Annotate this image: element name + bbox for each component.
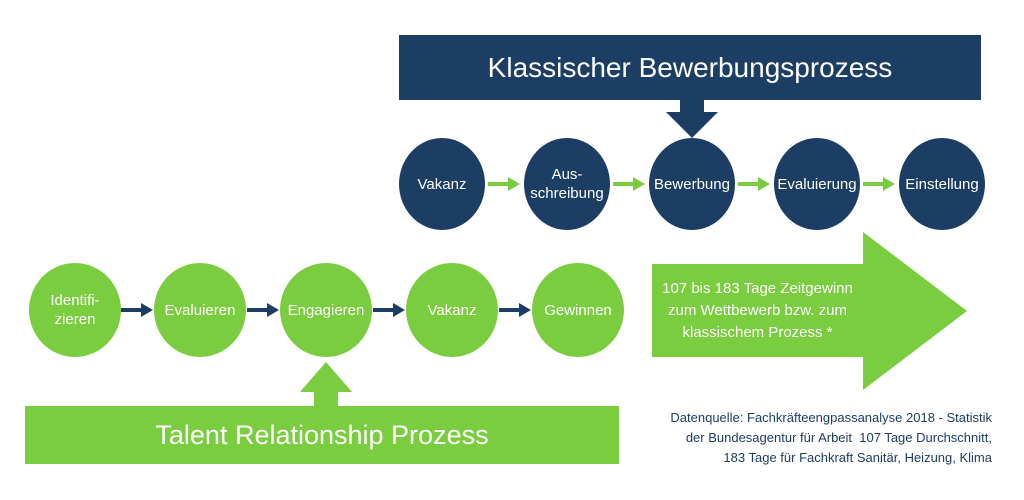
up-arrow-head	[300, 362, 352, 392]
talent-step-identifizieren: Identifi- zieren	[29, 263, 121, 357]
step-label: Aus- schreibung	[530, 166, 604, 202]
down-arrow-head	[666, 112, 718, 138]
arrow-right-icon	[488, 177, 520, 191]
step-label: Identifi- zieren	[50, 292, 100, 328]
arrow-right-icon	[121, 303, 153, 317]
time-gain-text: 107 bis 183 Tage Zeitgewinn zum Wettbewe…	[662, 279, 853, 341]
step-label: Einstellung	[905, 175, 979, 193]
arrow-right-icon	[247, 303, 279, 317]
classic-step-bewerbung: Bewerbung	[649, 138, 735, 230]
time-gain-arrow: 107 bis 183 Tage Zeitgewinn zum Wettbewe…	[652, 264, 863, 357]
talent-step-engagieren: Engagieren	[280, 263, 372, 357]
talent-process-title-box: Talent Relationship Prozess	[25, 406, 619, 464]
step-label: Bewerbung	[654, 175, 730, 193]
step-label: Evaluieren	[164, 301, 236, 319]
classic-process-title-box: Klassischer Bewerbungsprozess	[399, 35, 981, 100]
classic-process-title: Klassischer Bewerbungsprozess	[487, 51, 893, 83]
step-label: Engagieren	[287, 301, 365, 319]
classic-step-vakanz: Vakanz	[399, 138, 485, 230]
step-label: Gewinnen	[544, 301, 612, 319]
talent-process-title: Talent Relationship Prozess	[155, 419, 489, 450]
up-arrow-stem	[314, 390, 338, 407]
step-label: Evaluierung	[777, 175, 857, 193]
down-arrow-stem	[680, 100, 704, 113]
arrow-right-icon	[499, 303, 531, 317]
time-gain-arrow-head	[863, 232, 967, 390]
arrow-right-icon	[863, 177, 895, 191]
talent-step-evaluieren: Evaluieren	[154, 263, 246, 357]
step-label: Vakanz	[417, 175, 467, 193]
talent-step-gewinnen: Gewinnen	[532, 263, 624, 357]
classic-step-ausschreibung: Aus- schreibung	[524, 138, 610, 230]
arrow-right-icon	[738, 177, 770, 191]
arrow-right-icon	[613, 177, 645, 191]
classic-step-einstellung: Einstellung	[899, 138, 985, 230]
source-note: Datenquelle: Fachkräfteengpassanalyse 20…	[670, 410, 992, 465]
step-label: Vakanz	[427, 301, 477, 319]
talent-step-vakanz: Vakanz	[406, 263, 498, 357]
arrow-right-icon	[373, 303, 405, 317]
classic-step-evaluierung: Evaluierung	[774, 138, 860, 230]
